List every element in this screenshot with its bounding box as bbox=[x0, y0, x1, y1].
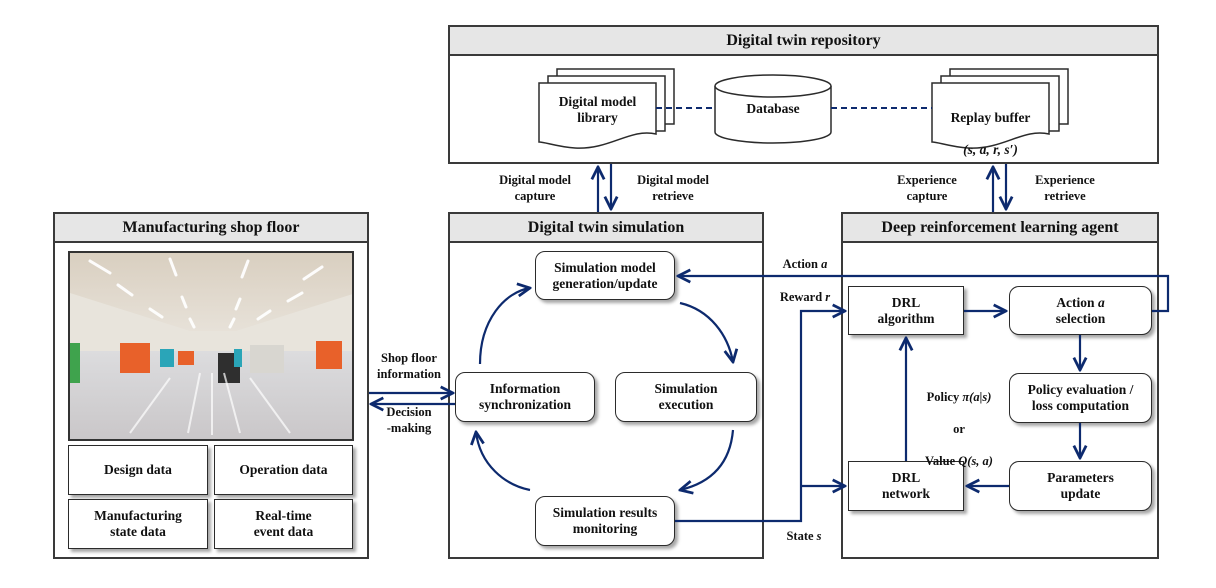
replay-buffer-title: Replay buffer bbox=[950, 110, 1031, 125]
policy-value-label: Policy π(a|s) or Value Q(s, a) bbox=[925, 390, 993, 468]
drl-algorithm-node: DRL algorithm bbox=[848, 286, 964, 335]
experience-capture-label: Experience capture bbox=[897, 173, 957, 203]
simulation-execution-node: Simulation execution bbox=[615, 372, 757, 422]
operation-data-box: Operation data bbox=[214, 445, 353, 495]
factory-photo-illustration bbox=[70, 253, 352, 439]
action-label: Action a bbox=[782, 257, 828, 271]
drl-network-node: DRL network bbox=[848, 461, 964, 511]
policy-evaluation-node: Policy evaluation / loss computation bbox=[1009, 373, 1152, 423]
model-retrieve-label: Digital model retrieve bbox=[637, 173, 709, 203]
real-time-event-data-box: Real-time event data bbox=[214, 499, 353, 549]
simulation-title: Digital twin simulation bbox=[450, 214, 762, 243]
shop-floor-title: Manufacturing shop floor bbox=[55, 214, 367, 243]
repository-title: Digital twin repository bbox=[450, 27, 1157, 56]
factory-floor-photo bbox=[68, 251, 354, 441]
parameters-update-node: Parameters update bbox=[1009, 461, 1152, 511]
experience-retrieve-label: Experience retrieve bbox=[1035, 173, 1095, 203]
design-data-box: Design data bbox=[68, 445, 208, 495]
model-update-node: Simulation model generation/update bbox=[535, 251, 675, 300]
model-library-label: Digital model library bbox=[558, 94, 637, 125]
information-sync-node: Information synchronization bbox=[455, 372, 595, 422]
shop-floor-info-label: Shop floor information bbox=[377, 351, 441, 381]
results-monitoring-node: Simulation results monitoring bbox=[535, 496, 675, 546]
state-label: State s bbox=[786, 529, 822, 543]
manufacturing-state-data-box: Manufacturing state data bbox=[68, 499, 208, 549]
model-capture-label: Digital model capture bbox=[499, 173, 571, 203]
drl-agent-title: Deep reinforcement learning agent bbox=[843, 214, 1157, 243]
replay-buffer-label: Replay buffer (s, a, r, s′) bbox=[932, 94, 1049, 158]
replay-buffer-tuple: (s, a, r, s′) bbox=[963, 142, 1018, 157]
database-label: Database bbox=[746, 101, 800, 116]
reward-label: Reward r bbox=[779, 290, 831, 304]
decision-making-label: Decision -making bbox=[386, 405, 432, 435]
